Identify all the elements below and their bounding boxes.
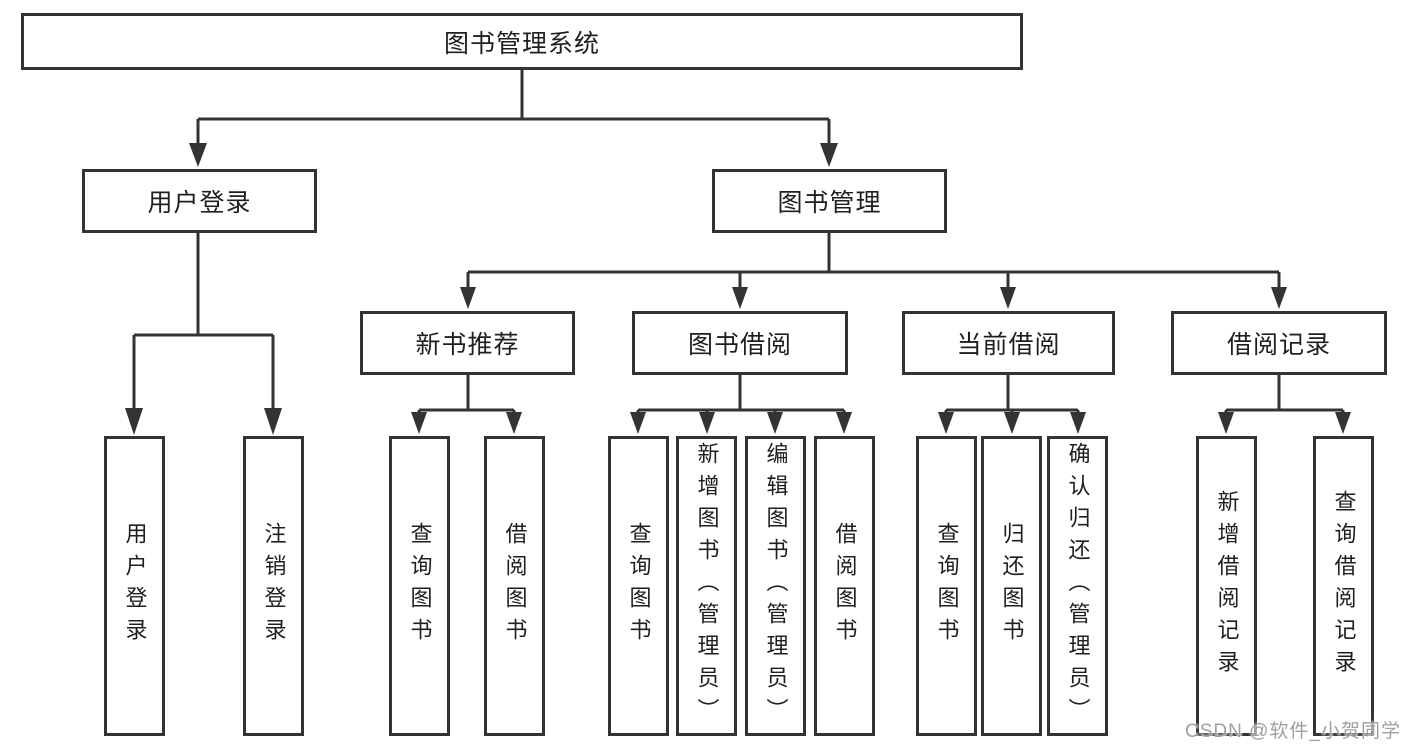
leaf-query-borrow-record-label: 查询借阅记录 (1331, 490, 1357, 682)
leaf-borrow-books-recommend-label: 借阅图书 (502, 522, 528, 650)
arrowhead (938, 412, 954, 434)
leaf-return-books: 归还图书 (981, 436, 1042, 736)
leaf-query-borrow-record: 查询借阅记录 (1313, 436, 1374, 736)
node-user-login: 用户登录 (82, 169, 317, 233)
node-user-login-label: 用户登录 (147, 189, 252, 217)
arrowhead (1218, 412, 1234, 434)
leaf-user-login-label: 用户登录 (122, 522, 148, 650)
leaf-borrow-books-recommend: 借阅图书 (484, 436, 545, 736)
leaf-query-books-borrow: 查询图书 (608, 436, 669, 736)
leaf-query-books-current: 查询图书 (916, 436, 977, 736)
arrowhead (699, 412, 715, 434)
arrowhead (264, 408, 282, 435)
leaf-add-books-admin-label: 新增图书（管理员） (694, 442, 720, 730)
leaf-add-books-admin: 新增图书（管理员） (676, 436, 737, 736)
watermark: CSDN @软件_小贺同学 (1185, 721, 1401, 742)
leaf-borrow-books-label: 借阅图书 (832, 522, 858, 650)
leaf-confirm-return-admin-label: 确认归还（管理员） (1065, 442, 1091, 730)
leaf-confirm-return-admin: 确认归还（管理员） (1047, 436, 1108, 736)
arrowhead (732, 287, 748, 309)
arrowhead (1000, 287, 1016, 309)
leaf-add-borrow-record-label: 新增借阅记录 (1214, 490, 1240, 682)
node-borrowing-records: 借阅记录 (1171, 311, 1387, 375)
node-book-borrowing-label: 图书借阅 (687, 331, 792, 359)
arrowhead (411, 412, 427, 434)
arrowhead (767, 412, 783, 434)
leaf-edit-books-admin: 编辑图书（管理员） (745, 436, 806, 736)
leaf-logout: 注销登录 (243, 436, 304, 736)
node-book-borrowing: 图书借阅 (632, 311, 848, 375)
node-current-borrowing: 当前借阅 (902, 311, 1115, 375)
arrowhead (1271, 287, 1287, 309)
node-book-management: 图书管理 (712, 169, 947, 233)
arrowhead (506, 412, 522, 434)
node-root: 图书管理系统 (21, 13, 1023, 70)
leaf-query-books-recommend-label: 查询图书 (407, 522, 433, 650)
leaf-borrow-books: 借阅图书 (814, 436, 875, 736)
leaf-add-borrow-record: 新增借阅记录 (1196, 436, 1257, 736)
node-borrowing-records-label: 借阅记录 (1226, 331, 1331, 359)
leaf-user-login: 用户登录 (104, 436, 165, 736)
node-new-book-recommendation: 新书推荐 (360, 311, 575, 375)
arrowhead (836, 412, 852, 434)
arrowhead (630, 412, 646, 434)
arrowhead (460, 287, 476, 309)
arrowhead (125, 408, 143, 435)
node-new-book-recommendation-label: 新书推荐 (415, 331, 520, 359)
leaf-query-books-borrow-label: 查询图书 (626, 522, 652, 650)
node-current-borrowing-label: 当前借阅 (956, 331, 1061, 359)
arrowheads (125, 143, 1351, 435)
arrowhead (820, 143, 838, 167)
arrowhead (1004, 412, 1020, 434)
arrowhead (189, 143, 207, 167)
node-root-label: 图书管理系统 (443, 29, 600, 58)
arrowhead (1070, 412, 1086, 434)
leaf-return-books-label: 归还图书 (999, 522, 1025, 650)
leaf-logout-label: 注销登录 (261, 522, 287, 650)
leaf-query-books-current-label: 查询图书 (934, 522, 960, 650)
leaf-query-books-recommend: 查询图书 (389, 436, 450, 736)
leaf-edit-books-admin-label: 编辑图书（管理员） (763, 442, 789, 730)
node-book-management-label: 图书管理 (777, 189, 882, 217)
arrowhead (1335, 412, 1351, 434)
